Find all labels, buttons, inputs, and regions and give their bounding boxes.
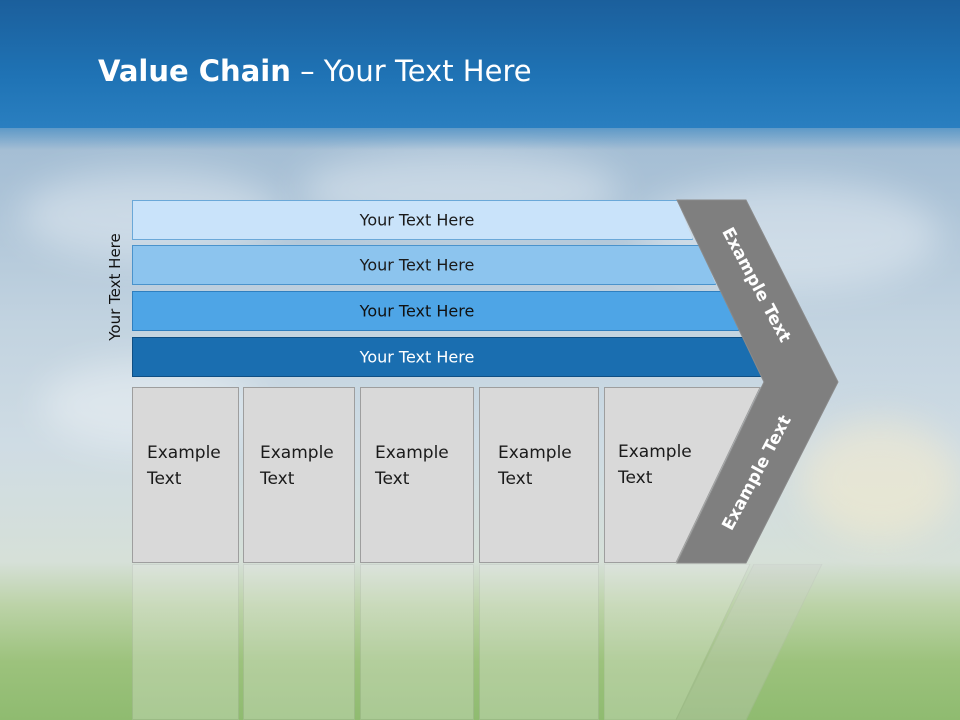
activity-band-2: Your Text Here [132, 245, 716, 285]
activity-band-3-label: Your Text Here [359, 301, 475, 321]
primary-activity-box-5-shape [604, 387, 761, 563]
activity-band-4: Your Text Here [132, 337, 762, 377]
page-title: Value Chain – Your Text Here [98, 54, 532, 88]
reflection-box [603, 563, 761, 720]
activity-band-1: Your Text Here [132, 200, 693, 240]
reflection-chevron [675, 563, 842, 720]
activity-band-4-label: Your Text Here [359, 347, 475, 367]
activity-band-2-label: Your Text Here [359, 255, 475, 275]
diagram-reflection-inner [0, 563, 960, 720]
reflection-box [479, 564, 599, 720]
reflection-box [360, 564, 474, 720]
activity-band-3: Your Text Here [132, 291, 739, 331]
activity-band-1-label: Your Text Here [359, 210, 475, 230]
title-bar-fade [0, 128, 960, 150]
title-bar: Value Chain – Your Text Here [0, 0, 960, 128]
reflection-box [243, 564, 355, 720]
reflection-box [132, 564, 239, 720]
margin-chevron [676, 199, 839, 564]
cloud-shape [800, 420, 960, 540]
side-label: Your Text Here [106, 233, 124, 341]
diagram-reflection [0, 563, 960, 720]
